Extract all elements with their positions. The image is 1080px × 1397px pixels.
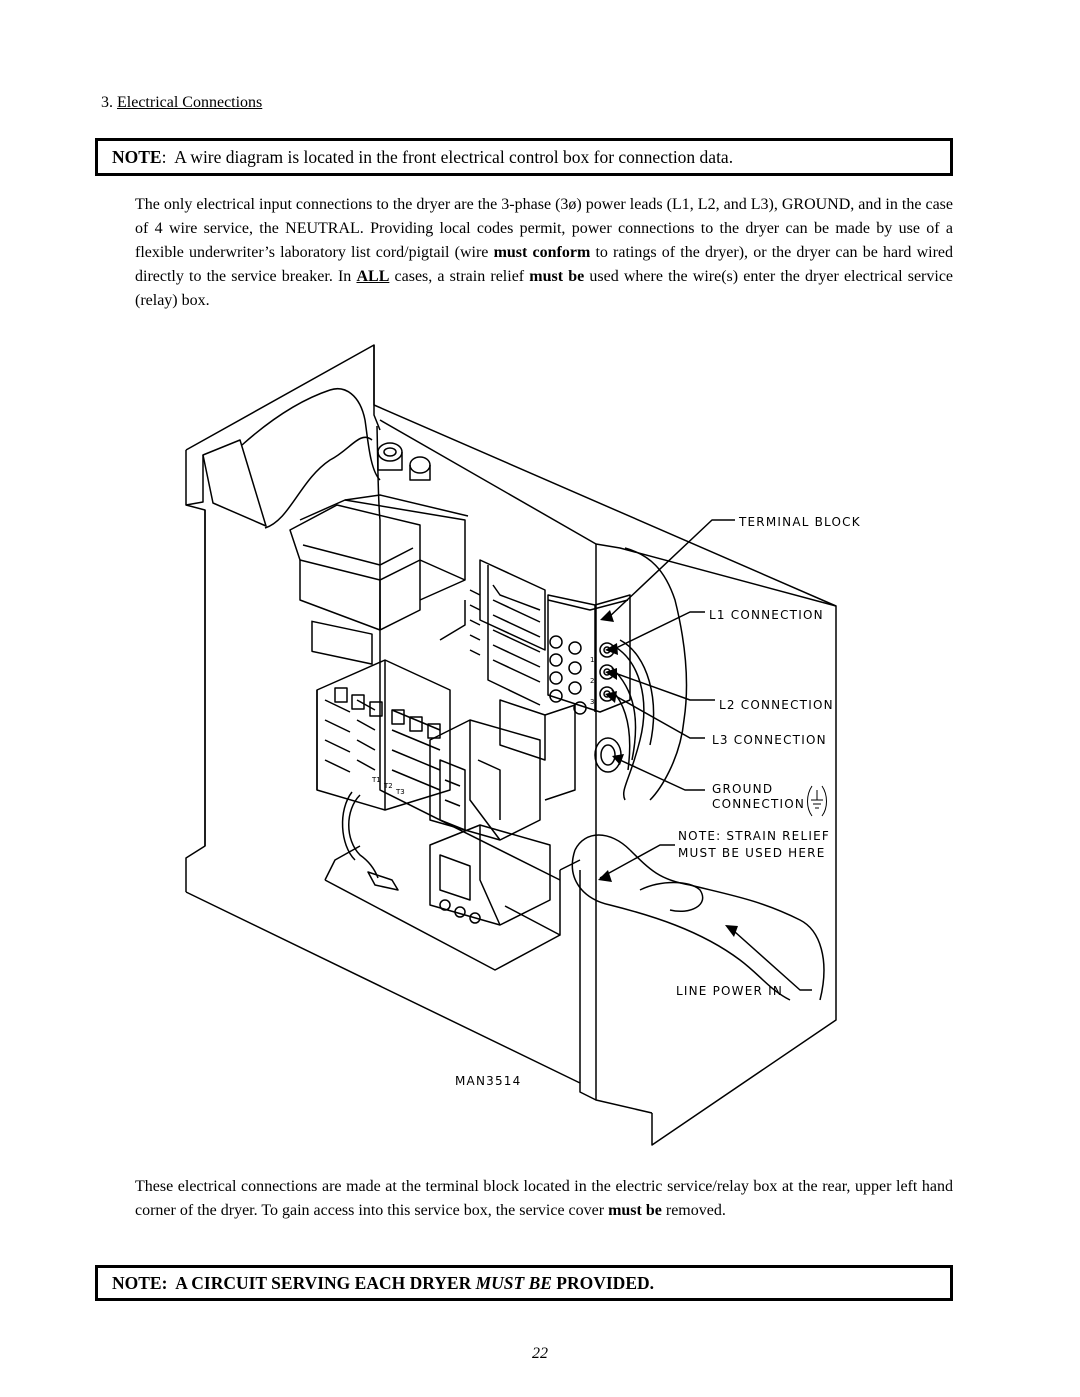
label-ground-connection: CONNECTION: [712, 797, 805, 811]
terminal-number: 1: [590, 656, 594, 664]
para-underline: ALL: [356, 268, 390, 285]
para-bold: must be: [529, 268, 585, 285]
label-line-power-in: LINE POWER IN: [676, 984, 783, 998]
para-text: The only electrical input connections to…: [135, 196, 953, 261]
para-bold: must conform: [493, 244, 591, 261]
para-text: cases, a strain relief: [389, 268, 530, 285]
para-text: removed.: [661, 1202, 726, 1219]
contactor-mark: T2: [383, 782, 393, 790]
section-heading: 3. Electrical Connections: [101, 94, 262, 112]
label-must-be-used-here: MUST BE USED HERE: [678, 846, 826, 860]
paragraph-input-connections: The only electrical input connections to…: [135, 193, 953, 313]
drawing-number: MAN3514: [455, 1074, 521, 1088]
contactor-mark: T1: [371, 776, 381, 784]
page-number: 22: [532, 1345, 548, 1362]
para-text: These electrical connections are made at…: [135, 1178, 953, 1219]
note-italic: MUST BE: [475, 1272, 552, 1293]
note-prefix: NOTE: [112, 146, 162, 167]
contactor-mark: T3: [395, 788, 405, 796]
paragraph-terminal-location: These electrical connections are made at…: [135, 1175, 953, 1223]
note-text: PROVIDED.: [551, 1272, 655, 1293]
para-text: to ratings of the dryer), or the dryer c…: [135, 244, 953, 285]
section-number: 3.: [101, 94, 113, 111]
para-text: used where the wire(s) enter the dryer e…: [135, 268, 954, 309]
note-text: NOTE: A CIRCUIT SERVING EACH DRYER: [112, 1272, 476, 1293]
label-l1-connection: L1 CONNECTION: [709, 608, 824, 622]
note-text: : A wire diagram is located in the front…: [161, 146, 734, 167]
terminal-number: 3: [590, 698, 594, 706]
note-box-circuit: NOTE: A CIRCUIT SERVING EACH DRYER MUST …: [95, 1265, 953, 1301]
label-terminal-block: TERMINAL BLOCK: [738, 515, 861, 529]
section-title: Electrical Connections: [117, 94, 263, 111]
label-l2-connection: L2 CONNECTION: [719, 698, 834, 712]
label-l3-connection: L3 CONNECTION: [712, 733, 827, 747]
note-box-wire-diagram: NOTE: A wire diagram is located in the f…: [95, 138, 953, 176]
para-bold: must be: [608, 1202, 662, 1219]
terminal-number: 2: [590, 677, 594, 685]
label-note-strain-relief: NOTE: STRAIN RELIEF: [678, 829, 830, 843]
label-ground: GROUND: [712, 782, 773, 796]
